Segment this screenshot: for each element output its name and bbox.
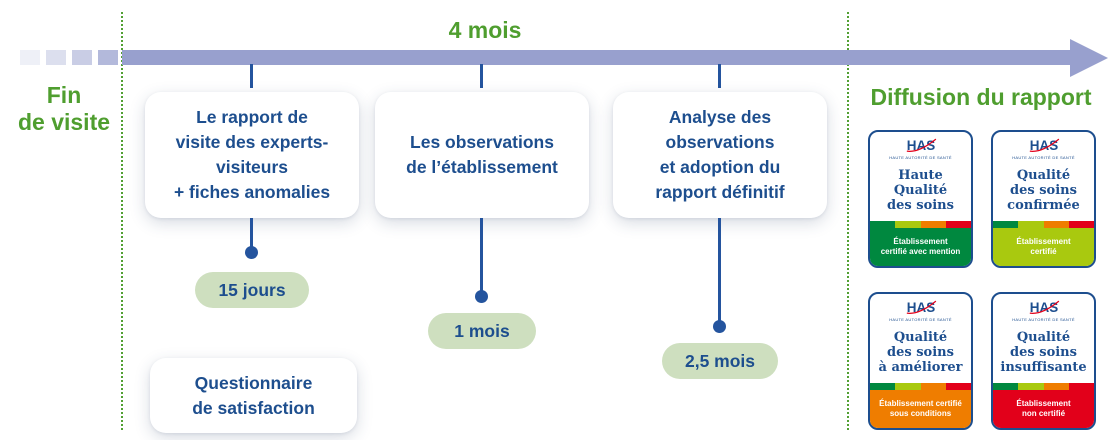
has-logo-swoosh [1029,138,1059,152]
certification-scale-strip [870,383,971,390]
left-dashed-divider [121,12,123,430]
badge-qualite-insuffisante: HAS HAUTE AUTORITÉ DE SANTÉ Qualité des … [991,292,1096,430]
has-logo-icon: HAS [906,138,936,153]
certification-scale-strip [870,221,971,228]
has-logo-swoosh [1029,300,1059,314]
step-connector-2 [480,218,483,292]
duration-label: 4 mois [448,17,522,43]
arrow-fade-segment [46,50,66,65]
timeline-tick-1 [250,64,253,88]
badge-title: Qualité des soins à améliorer [878,330,963,375]
has-logo-subtext: HAUTE AUTORITÉ DE SANTÉ [889,317,952,322]
certification-scale-strip [993,383,1094,390]
has-logo-icon: HAS [906,300,936,315]
timeline-tick-3 [718,64,721,88]
badge-footer: Établissement certifié avec mention [870,228,971,266]
end-title: Diffusion du rapport [870,84,1092,110]
badge-haute-qualite: HAS HAUTE AUTORITÉ DE SANTÉ Haute Qualit… [868,130,973,268]
step-card-observations: Les observations de l’établissement [375,92,589,218]
timeline-arrow-band [122,50,1072,65]
badge-title: Qualité des soins insuffisante [1000,330,1087,375]
right-dashed-divider [847,12,849,430]
timeline-tick-2 [480,64,483,88]
start-label: Fin de visite [17,82,111,135]
step-connector-3 [718,218,721,322]
step-dot-1 [245,246,258,259]
step-connector-1 [250,218,253,248]
badge-qualite-confirmee: HAS HAUTE AUTORITÉ DE SANTÉ Qualité des … [991,130,1096,268]
svg-text:HAS: HAS [1029,300,1057,315]
has-logo-swoosh [906,138,936,152]
has-logo-subtext: HAUTE AUTORITÉ DE SANTÉ [1012,155,1075,160]
has-logo-subtext: HAUTE AUTORITÉ DE SANTÉ [889,155,952,160]
has-logo-swoosh [906,300,936,314]
step-card-analyse: Analyse des observations et adoption du … [613,92,827,218]
step-dot-2 [475,290,488,303]
delay-pill-2-5-mois: 2,5 mois [662,343,778,379]
timeline-arrow-head [1070,39,1108,77]
badge-title: Qualité des soins confirmée [1007,168,1080,213]
svg-text:HAS: HAS [906,300,934,315]
step-card-rapport-visite: Le rapport de visite des experts- visite… [145,92,359,218]
certification-scale-strip [993,221,1094,228]
arrow-fade-segment [72,50,92,65]
badge-qualite-a-ameliorer: HAS HAUTE AUTORITÉ DE SANTÉ Qualité des … [868,292,973,430]
badge-footer: Établissement non certifié [993,390,1094,428]
has-logo-subtext: HAUTE AUTORITÉ DE SANTÉ [1012,317,1075,322]
arrow-fade-segment [98,50,118,65]
svg-text:HAS: HAS [1029,138,1057,153]
arrow-fade-segment [20,50,40,65]
badge-footer: Établissement certifié sous conditions [870,390,971,428]
satisfaction-card: Questionnaire de satisfaction [150,358,357,433]
delay-pill-15-jours: 15 jours [195,272,309,308]
has-logo-icon: HAS [1029,300,1059,315]
has-logo-icon: HAS [1029,138,1059,153]
step-dot-3 [713,320,726,333]
badge-title: Haute Qualité des soins [887,168,954,213]
svg-text:HAS: HAS [906,138,934,153]
badge-footer: Établissement certifié [993,228,1094,266]
delay-pill-1-mois: 1 mois [428,313,536,349]
